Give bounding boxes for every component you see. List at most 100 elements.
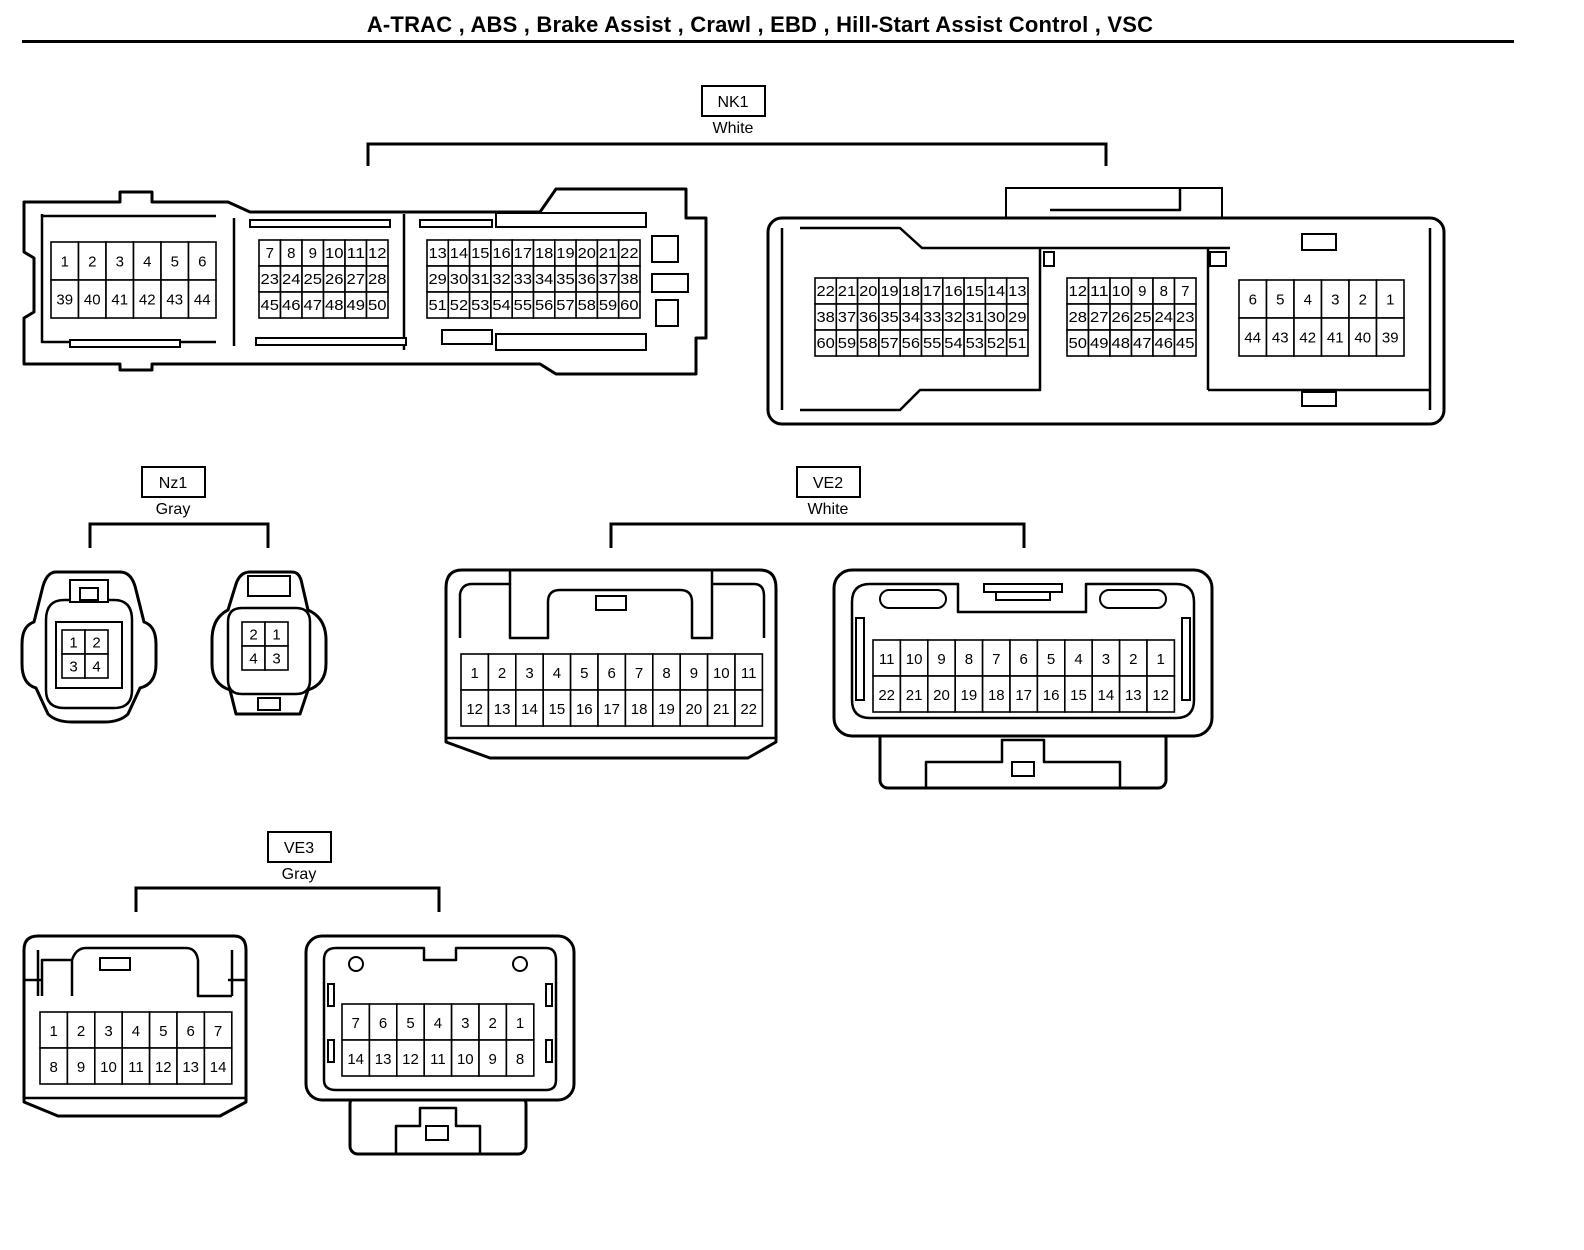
pin-number: 11 <box>741 665 757 682</box>
pin-number: 40 <box>84 291 101 308</box>
pin-number: 2 <box>489 1015 497 1032</box>
pin-cell <box>77 241 107 281</box>
pin-number: 6 <box>379 1015 387 1032</box>
pin-number: 21 <box>906 687 923 704</box>
pin-cell <box>203 1047 233 1085</box>
pin-cell <box>132 279 162 319</box>
pin-number: 16 <box>944 283 962 300</box>
pin-number: 23 <box>1176 309 1195 326</box>
pin-cell <box>734 653 764 691</box>
nz1-color: Gray <box>156 501 191 518</box>
pin-number: 4 <box>143 253 151 270</box>
pin-number: 19 <box>880 283 898 300</box>
pin-number: 8 <box>662 665 670 682</box>
ve2-color: White <box>808 501 849 518</box>
pin-number: 7 <box>635 665 643 682</box>
pin-number: 8 <box>965 651 973 668</box>
pin-number: 13 <box>429 245 447 262</box>
pin-cell <box>597 653 627 691</box>
pin-cell <box>505 1003 535 1041</box>
pin-number: 48 <box>1112 335 1131 352</box>
pin-cell <box>160 279 190 319</box>
pin-number: 45 <box>1176 335 1195 352</box>
pin-number: 46 <box>282 297 301 314</box>
pin-number: 9 <box>77 1059 85 1076</box>
pin-number: 42 <box>139 291 156 308</box>
pin-number: 10 <box>1112 283 1131 300</box>
pin-number: 12 <box>1152 687 1169 704</box>
pin-number: 47 <box>304 297 323 314</box>
pin-number: 4 <box>434 1015 442 1032</box>
pin-number: 21 <box>713 701 730 718</box>
pin-number: 12 <box>155 1059 172 1076</box>
pin-cell <box>1005 329 1029 357</box>
nk1-color: White <box>713 120 754 137</box>
pin-cell <box>617 291 641 319</box>
pin-cell <box>1375 317 1405 357</box>
pin-number: 2 <box>1359 291 1367 308</box>
pin-cell <box>1118 675 1148 713</box>
pin-number: 9 <box>489 1051 497 1068</box>
pin-cell <box>1238 317 1268 357</box>
pin-number: 1 <box>50 1023 58 1040</box>
pin-number: 11 <box>430 1051 446 1068</box>
pin-number: 26 <box>1112 309 1131 326</box>
pin-number: 4 <box>553 665 561 682</box>
pin-number: 5 <box>159 1023 167 1040</box>
pin-number: 39 <box>56 291 73 308</box>
pin-number: 24 <box>1155 309 1174 326</box>
pin-number: 14 <box>450 245 468 262</box>
pin-number: 14 <box>1098 687 1115 704</box>
pin-number: 25 <box>304 271 323 288</box>
pin-cell <box>77 279 107 319</box>
pin-number: 52 <box>987 335 1005 352</box>
pin-number: 43 <box>166 291 183 308</box>
pin-number: 34 <box>535 271 553 288</box>
pin-cell <box>1064 639 1094 677</box>
pin-number: 3 <box>1102 651 1110 668</box>
pin-number: 20 <box>578 245 596 262</box>
pin-number: 8 <box>287 245 295 262</box>
pin-number: 58 <box>578 297 596 314</box>
pin-number: 56 <box>902 335 920 352</box>
pin-number: 50 <box>368 297 387 314</box>
pin-number: 46 <box>1155 335 1174 352</box>
pin-cell <box>1064 675 1094 713</box>
pin-number: 8 <box>516 1051 524 1068</box>
pin-number: 1 <box>516 1015 524 1032</box>
pin-number: 10 <box>325 245 344 262</box>
pin-number: 41 <box>1327 329 1344 346</box>
pin-cell <box>505 1039 535 1077</box>
pin-number: 53 <box>471 297 489 314</box>
pin-number: 24 <box>282 271 301 288</box>
pin-number: 53 <box>966 335 984 352</box>
pin-number: 6 <box>1249 291 1257 308</box>
pin-number: 7 <box>992 651 1000 668</box>
pin-number: 20 <box>686 701 703 718</box>
pin-number: 25 <box>1133 309 1152 326</box>
pin-number: 1 <box>471 665 479 682</box>
pin-number: 6 <box>608 665 616 682</box>
pin-number: 7 <box>352 1015 360 1032</box>
pin-number: 5 <box>1276 291 1284 308</box>
pin-number: 60 <box>620 297 638 314</box>
pin-cell <box>148 1047 178 1085</box>
pin-number: 19 <box>556 245 574 262</box>
pin-number: 16 <box>576 701 593 718</box>
nk1-label: NK1 White <box>701 85 766 137</box>
pin-number: 15 <box>966 283 984 300</box>
pin-number: 13 <box>1125 687 1142 704</box>
pin-cell <box>105 241 135 281</box>
pin-cell <box>926 639 956 677</box>
pin-number: 12 <box>368 245 387 262</box>
pin-number: 12 <box>466 701 483 718</box>
